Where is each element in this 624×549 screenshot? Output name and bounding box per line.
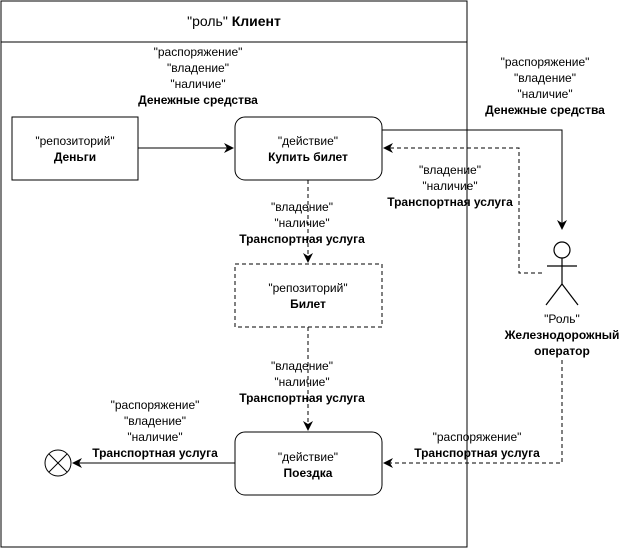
svg-text:"владение": "владение": [271, 359, 333, 373]
client-swimlane: [0, 0, 468, 548]
edge-buy-to-operator[interactable]: [382, 129, 567, 230]
svg-text:Транспортная услуга: Транспортная услуга: [239, 391, 365, 405]
svg-text:Транспортная услуга: Транспортная услуга: [92, 446, 218, 460]
svg-text:"наличие": "наличие": [517, 87, 572, 101]
buy-stereotype: "действие": [278, 134, 338, 148]
svg-text:"распоряжение": "распоряжение": [501, 55, 590, 69]
svg-text:"владение": "владение": [167, 61, 229, 75]
label-buy-to-ticket: "владение" "наличие" Транспортная услуга: [239, 200, 365, 246]
label-operator-to-buy: "владение" "наличие" Транспортная услуга: [387, 163, 513, 209]
money-name: Деньги: [54, 150, 96, 164]
operator-name-line1: Железнодорожный: [504, 328, 620, 342]
edge-operator-to-buy[interactable]: [383, 143, 542, 274]
svg-text:Транспортная услуга: Транспортная услуга: [414, 446, 540, 460]
buy-ticket-action[interactable]: [234, 116, 383, 181]
money-repository[interactable]: [11, 116, 139, 181]
svg-text:"распоряжение": "распоряжение": [111, 398, 200, 412]
label-money-to-buy: "распоряжение" "владение" "наличие" Дене…: [138, 45, 258, 107]
svg-text:Транспортная услуга: Транспортная услуга: [239, 232, 365, 246]
label-ticket-to-trip: "владение" "наличие" Транспортная услуга: [239, 359, 365, 405]
svg-text:"распоряжение": "распоряжение": [433, 430, 522, 444]
svg-text:Денежные средства: Денежные средства: [485, 103, 605, 117]
trip-name: Поездка: [284, 466, 333, 480]
swimlane-title: "роль" Клиент: [187, 13, 281, 29]
railway-operator-actor[interactable]: [545, 241, 579, 306]
flow-final-node[interactable]: [44, 449, 72, 477]
label-buy-to-operator: "распоряжение" "владение" "наличие" Дене…: [485, 55, 605, 117]
svg-text:"наличие": "наличие": [170, 77, 225, 91]
label-operator-to-trip: "распоряжение" Транспортная услуга: [414, 430, 540, 460]
svg-text:"владение": "владение": [514, 71, 576, 85]
ticket-repository[interactable]: [234, 263, 383, 328]
ticket-stereotype: "репозиторий": [268, 281, 347, 295]
ticket-name: Билет: [290, 297, 326, 311]
label-trip-to-end: "распоряжение" "владение" "наличие" Тран…: [92, 398, 218, 460]
svg-text:Денежные средства: Денежные средства: [138, 93, 258, 107]
svg-text:"владение": "владение": [419, 163, 481, 177]
operator-stereotype: "Роль": [544, 312, 580, 326]
svg-text:"наличие": "наличие": [274, 375, 329, 389]
svg-text:"владение": "владение": [271, 200, 333, 214]
svg-text:"владение": "владение": [124, 414, 186, 428]
money-stereotype: "репозиторий": [35, 134, 114, 148]
trip-stereotype: "действие": [278, 450, 338, 464]
svg-text:"наличие": "наличие": [127, 430, 182, 444]
svg-text:"наличие": "наличие": [274, 216, 329, 230]
svg-text:"наличие": "наличие": [422, 179, 477, 193]
operator-name-line2: оператор: [534, 344, 590, 358]
svg-text:"распоряжение": "распоряжение": [154, 45, 243, 59]
svg-text:Транспортная услуга: Транспортная услуга: [387, 195, 513, 209]
buy-name: Купить билет: [268, 150, 348, 164]
